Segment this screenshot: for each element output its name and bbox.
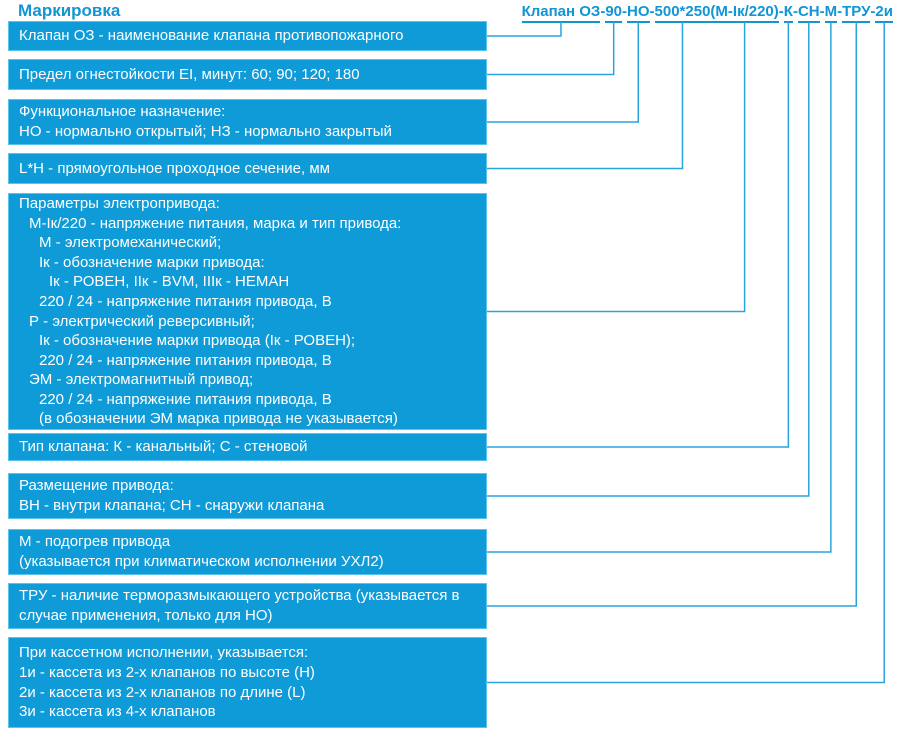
connector-polyline <box>487 22 684 170</box>
formula-segment: 500*250 <box>654 3 711 23</box>
box-line: случае применения, только для НО) <box>19 607 273 624</box>
box-line: НО - нормально открытый; НЗ - нормально … <box>19 123 392 140</box>
formula-separator: - <box>819 3 825 20</box>
connector-polyline <box>487 22 640 123</box>
box-line: ЭМ - электромагнитный привод; <box>29 371 254 389</box>
formula-separator: - <box>870 3 876 20</box>
box-line: Предел огнестойкости EI, минут: 60; 90; … <box>19 65 360 83</box>
box-line: Функциональное назначение: <box>19 103 226 121</box>
formula-segment: 2и <box>875 3 893 23</box>
box-line: 220 / 24 - напряжение питания привода, В <box>39 390 332 408</box>
formula-segment: К <box>783 3 793 23</box>
box-line: Параметры электропривода: <box>19 194 220 212</box>
box-line: L*H - прямоугольное проходное сечение, м… <box>19 159 330 177</box>
box-valve-type: Тип клапана: К - канальный; С - стеновой <box>8 433 487 461</box>
formula-segment: НО <box>627 3 650 23</box>
box-line: М - подогрев привода <box>19 533 171 551</box>
box-valve-name: Клапан ОЗ - наименование клапана противо… <box>8 21 487 51</box>
formula-segment: ТРУ <box>842 3 871 23</box>
box-line: 2и - кассета из 2-х клапанов по длине (L… <box>19 683 306 701</box>
connector-polyline <box>487 22 885 684</box>
box-tru-device: ТРУ - наличие терморазмыкающего устройст… <box>8 583 487 629</box>
box-line: 3и - кассета из 4-х клапанов <box>19 703 216 721</box>
connector-polyline <box>487 22 858 607</box>
box-line: Iк - обозначение марки привода: <box>39 253 265 271</box>
connector-polyline <box>487 22 810 497</box>
box-line: 220 / 24 - напряжение питания привода, В <box>39 292 332 310</box>
box-line: ТРУ - наличие терморазмыкающего устройст… <box>19 587 460 605</box>
page-title: Маркировка <box>18 1 121 20</box>
box-line: Р - электрический реверсивный; <box>29 312 255 330</box>
connector-polyline <box>487 22 832 553</box>
box-fire-resistance: Предел огнестойкости EI, минут: 60; 90; … <box>8 59 487 90</box>
box-line: Iк - обозначение марки привода (Iк - РОВ… <box>39 332 356 350</box>
formula-separator: - <box>622 3 628 20</box>
box-line: 220 / 24 - напряжение питания привода, В <box>39 351 332 369</box>
box-line: М - электромеханический; <box>39 234 222 252</box>
box-cassette-version: При кассетном исполнении, указывается:1и… <box>8 637 487 728</box>
formula-separator: - <box>600 3 606 20</box>
connector-polyline <box>487 22 562 37</box>
box-line: 1и - кассета из 2-х клапанов по высоте (… <box>19 663 315 681</box>
box-line: М-Iк/220 - напряжение питания, марка и т… <box>29 214 402 232</box>
box-line: При кассетном исполнении, указывается: <box>19 644 309 662</box>
formula-separator: - <box>792 3 798 20</box>
formula-segment: 90 <box>605 3 623 23</box>
box-line: Размещение привода: <box>19 477 174 495</box>
box-line: Iк - РОВЕН, IIк - BVM, IIIк - НЕМАН <box>49 273 290 291</box>
formula-separator: - <box>837 3 843 20</box>
formula-separator: - <box>778 3 784 20</box>
formula-segment: Клапан ОЗ <box>521 3 601 23</box>
box-functional-purpose: Функциональное назначение: НО - нормально… <box>8 99 487 145</box>
box-line: (указывается при климатическом исполнени… <box>19 553 384 570</box>
box-drive-placement: Размещение привода: ВН - внутри клапана; … <box>8 473 487 519</box>
box-line: (в обозначении ЭМ марка привода не указы… <box>39 410 398 428</box>
formula-segment: М <box>824 3 838 23</box>
formula-separator: - <box>649 3 655 20</box>
valve-designation-formula: Клапан ОЗ-90-НО-500*250(М-Iк/220)-К-СН-М… <box>521 3 893 23</box>
box-line: Тип клапана: К - канальный; С - стеновой <box>19 438 308 456</box>
connector-polyline <box>487 22 746 313</box>
connector-polyline <box>487 22 790 448</box>
formula-segment: СН <box>797 3 820 23</box>
box-line: ВН - внутри клапана; СН - снаружи клапан… <box>19 497 325 514</box>
box-drive-heating: М - подогрев привода (указывается при кли… <box>8 529 487 575</box>
box-line: Клапан ОЗ - наименование клапана противо… <box>19 27 404 45</box>
formula-segment: (М-Iк/220) <box>710 3 779 23</box>
box-drive-parameters: Параметры электропривода: М-Iк/220 - напр… <box>8 193 487 430</box>
connector-polyline <box>487 22 615 76</box>
box-cross-section: L*H - прямоугольное проходное сечение, м… <box>8 153 487 184</box>
